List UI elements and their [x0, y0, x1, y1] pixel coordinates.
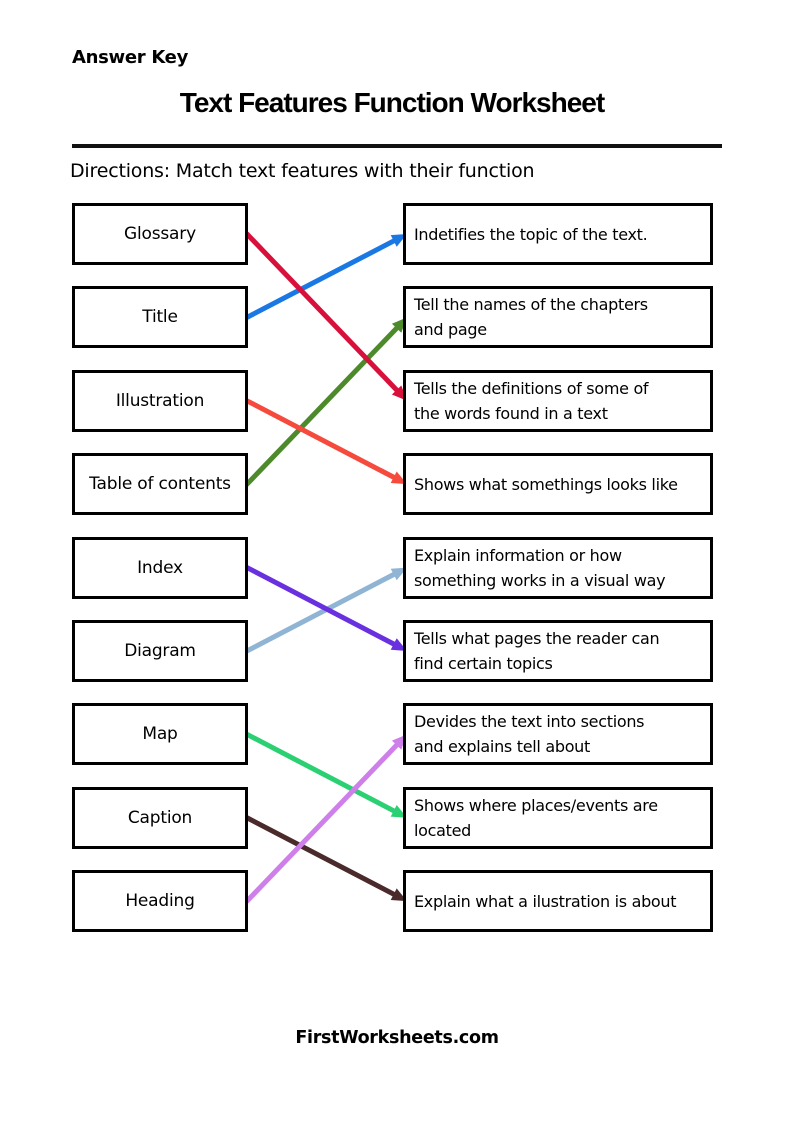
- match-line: [244, 565, 397, 647]
- function-text: and page: [414, 320, 487, 340]
- function-text: Explain information or how: [414, 545, 622, 565]
- function-text: the words found in a text: [414, 403, 608, 423]
- function-text: Shows what somethings looks like: [414, 474, 678, 494]
- page-title: Text Features Function Worksheet: [179, 87, 605, 118]
- feature-box: Caption: [72, 786, 248, 849]
- function-text: Tells the definitions of some of: [414, 378, 649, 398]
- match-line: [244, 731, 397, 814]
- function-box: Shows what somethings looks like: [403, 453, 713, 516]
- match-line: [244, 231, 400, 393]
- match-line: [244, 742, 400, 904]
- function-box: Tells what pages the reader can find cer…: [403, 619, 713, 682]
- feature-box: Table of contents: [72, 453, 248, 516]
- function-box: Indetifies the topic of the text.: [403, 203, 713, 265]
- function-text: find certain topics: [414, 653, 553, 673]
- function-text: something works in a visual way: [414, 570, 666, 590]
- function-column: Indetifies the topic of the text. Tell t…: [403, 203, 713, 933]
- feature-label: Map: [142, 724, 178, 745]
- feature-box: Heading: [72, 870, 248, 933]
- function-text: located: [414, 820, 472, 840]
- feature-box: Illustration: [72, 369, 248, 432]
- function-box: Shows where places/events are located: [403, 786, 713, 849]
- match-line: [244, 398, 397, 480]
- site-credit: FirstWorksheets.com: [295, 1028, 499, 1048]
- function-text: Tell the names of the chapters: [414, 295, 648, 315]
- feature-box: Title: [72, 286, 248, 349]
- feature-label: Table of contents: [89, 474, 231, 495]
- feature-box: Index: [72, 536, 248, 599]
- answer-key-label: Answer Key: [72, 47, 189, 68]
- function-text: Tells what pages the reader can: [414, 628, 660, 648]
- function-text: Indetifies the topic of the text.: [414, 224, 648, 244]
- function-box: Devides the text into sections and expla…: [403, 703, 713, 766]
- match-line: [244, 325, 400, 487]
- feature-label: Heading: [125, 891, 195, 912]
- function-box: Tells the definitions of some of the wor…: [403, 369, 713, 432]
- function-text: Shows where places/events are: [414, 795, 658, 815]
- feature-box: Map: [72, 703, 248, 766]
- directions-text: Directions: Match text features with the…: [70, 160, 535, 182]
- title-divider: [72, 144, 722, 148]
- match-line: [244, 815, 397, 897]
- feature-label: Illustration: [115, 390, 205, 411]
- function-text: Explain what a ilustration is about: [414, 891, 677, 911]
- function-box: Tell the names of the chapters and page: [403, 286, 713, 349]
- match-line: [244, 571, 397, 654]
- match-line: [244, 238, 397, 320]
- feature-label: Diagram: [124, 640, 196, 661]
- function-text: Devides the text into sections: [414, 712, 645, 732]
- feature-column: Glossary Title Illustration Table of con…: [72, 203, 248, 933]
- function-box: Explain information or how something wor…: [403, 536, 713, 599]
- feature-label: Index: [137, 557, 183, 578]
- feature-label: Caption: [127, 807, 193, 828]
- feature-box: Diagram: [72, 619, 248, 682]
- feature-label: Glossary: [124, 224, 196, 244]
- function-text: and explains tell about: [414, 737, 590, 757]
- feature-box: Glossary: [72, 203, 248, 265]
- feature-label: Title: [142, 307, 178, 328]
- function-box: Explain what a ilustration is about: [403, 870, 713, 933]
